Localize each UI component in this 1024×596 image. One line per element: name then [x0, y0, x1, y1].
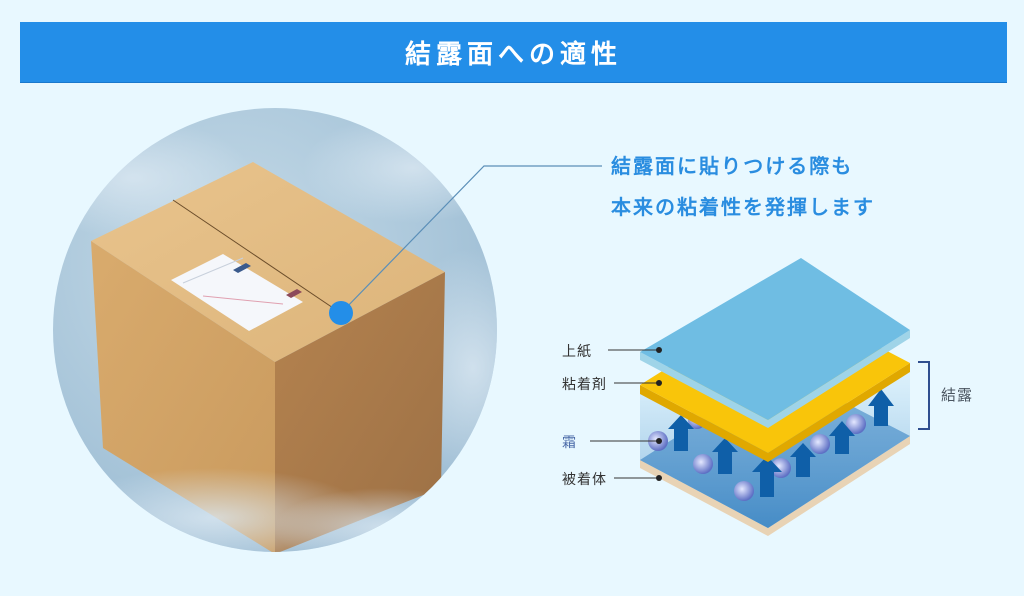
- rising-moisture-arrow-icons: [668, 389, 894, 497]
- callout-dot-icon: [329, 301, 353, 325]
- callout-line-2: 本来の粘着性を発揮します: [611, 195, 875, 219]
- bracket-icon: [918, 361, 930, 430]
- section-title-bar: 結露面への適性: [20, 22, 1007, 83]
- leader-dot-icons: [656, 347, 662, 481]
- label-frost: 霜: [562, 435, 577, 451]
- label-condensation: 結露: [941, 386, 974, 404]
- label-substrate: 被着体: [562, 472, 607, 488]
- label-top-paper: 上紙: [562, 344, 592, 360]
- cardboard-box-illustration: [53, 113, 497, 552]
- page-title: 結露面への適性: [404, 39, 622, 70]
- callout-line-1: 結露面に貼りつける際も: [611, 154, 854, 178]
- product-photo: [53, 108, 497, 552]
- label-adhesive: 粘着剤: [562, 377, 607, 393]
- callout-description: 結露面に貼りつける際も 本来の粘着性を発揮します: [611, 146, 875, 228]
